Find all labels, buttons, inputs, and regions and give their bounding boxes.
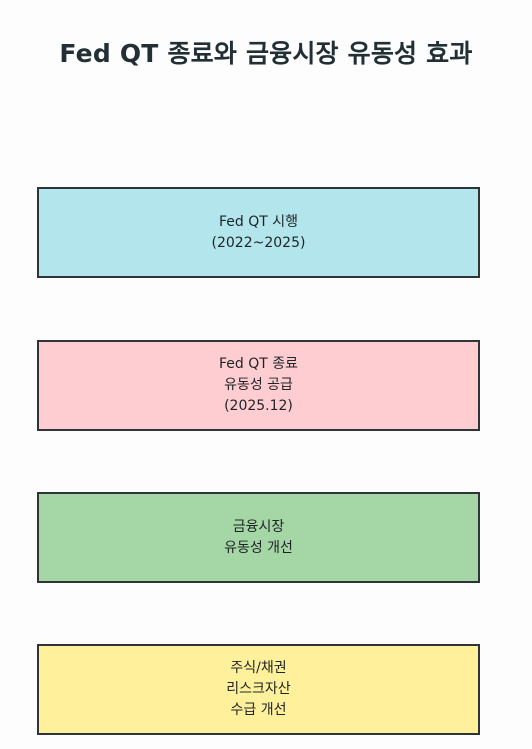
step-4-line-1: 주식/채권 — [230, 660, 287, 676]
step-3-line-2: 유동성 개선 — [224, 539, 293, 556]
step-box-market-liquidity: 금융시장 유동성 개선 — [37, 492, 480, 583]
step-1-line-1: Fed QT 시행 — [218, 213, 299, 230]
step-2-line-2: 유동성 공급 — [224, 377, 293, 393]
diagram-title: Fed QT 종료와 금융시장 유동성 효과 — [59, 39, 473, 68]
step-2-line-3: (2025.12) — [224, 398, 293, 414]
step-box-risk-assets: 주식/채권 리스크자산 수급 개선 — [37, 644, 480, 735]
step-4-line-2: 리스크자산 — [226, 681, 291, 697]
step-2-line-1: Fed QT 종료 — [218, 356, 299, 372]
step-4-line-3: 수급 개선 — [230, 702, 287, 718]
step-box-qt-execution: Fed QT 시행 (2022~2025) — [37, 187, 480, 278]
step-1-line-2: (2022~2025) — [211, 234, 306, 251]
step-3-line-1: 금융시장 — [232, 518, 285, 535]
step-box-qt-end: Fed QT 종료 유동성 공급 (2025.12) — [37, 340, 480, 431]
